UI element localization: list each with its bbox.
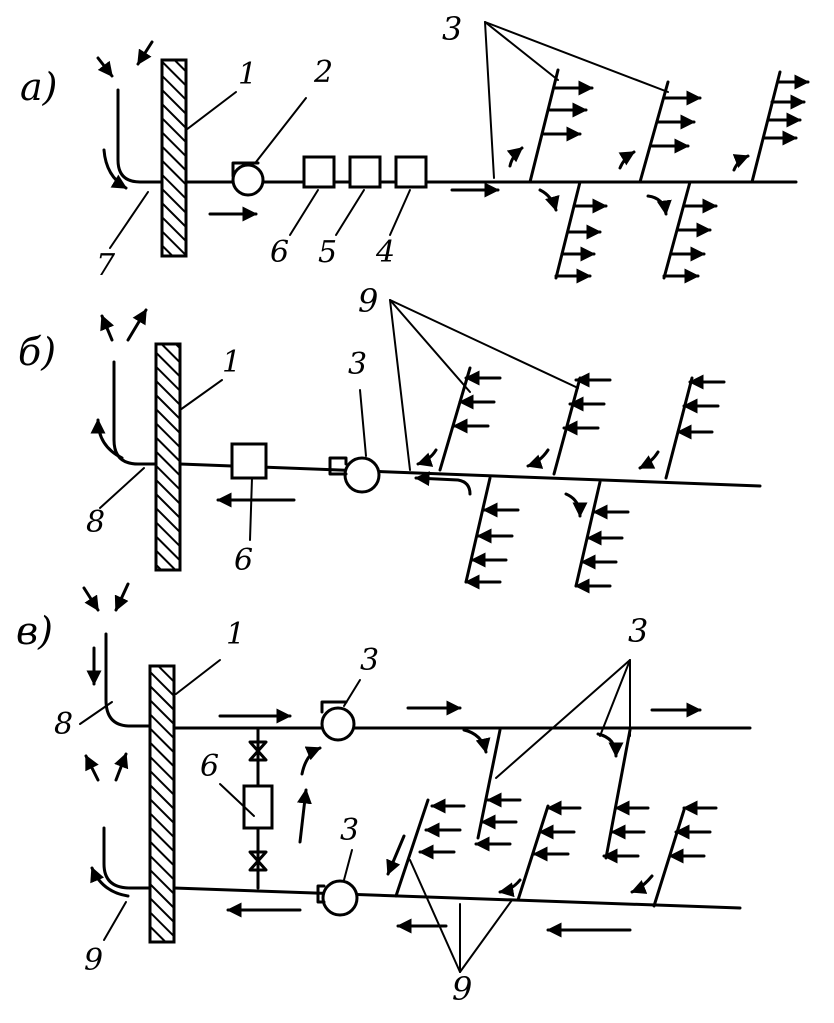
label-v-outlets-top: 3 <box>628 612 648 650</box>
label-a-intake: 7 <box>96 248 116 283</box>
label-b-unit6: 6 <box>234 543 253 578</box>
unit-6-a <box>302 155 336 189</box>
intake-duct-v-bottom <box>102 826 152 890</box>
label-b-intake: 8 <box>86 505 105 540</box>
unit-6-v <box>242 784 274 830</box>
valve-top-v <box>248 740 268 762</box>
label-v-fan-bottom: 3 <box>340 813 359 848</box>
fan-v-bottom <box>316 879 359 917</box>
intake-duct-b <box>112 360 158 466</box>
label-a-unit6: 6 <box>270 235 289 270</box>
panel-v-label: в) <box>16 609 53 653</box>
main-duct-b <box>178 462 762 488</box>
panel-a: а) 1 7 2 6 5 4 3 <box>20 10 810 284</box>
panel-v: в) 1 8 9 3 <box>16 582 752 1008</box>
label-v-outlets-bottom: 9 <box>452 970 472 1008</box>
label-v-fan-top: 3 <box>360 643 379 678</box>
label-v-intake-top: 8 <box>54 707 73 742</box>
label-b-wall: 1 <box>222 345 241 380</box>
fan-v-top <box>320 700 356 742</box>
label-a-unit5: 5 <box>318 235 337 270</box>
panel-b-label: б) <box>18 330 56 374</box>
branch-up-a2 <box>618 80 702 184</box>
unit-5-a <box>348 155 382 189</box>
branch-v-bottom3 <box>630 800 718 908</box>
label-a-unit4: 4 <box>375 235 395 270</box>
fan-a <box>231 161 265 197</box>
fan-b <box>328 456 381 494</box>
valve-bottom-v <box>248 850 268 872</box>
branch-down-b2 <box>564 480 630 594</box>
branch-up-b2 <box>526 372 612 476</box>
intake-duct-a <box>116 88 164 184</box>
unit-6-b <box>230 442 268 480</box>
label-b-fan: 3 <box>348 347 367 382</box>
label-v-wall: 1 <box>226 617 245 652</box>
label-v-intake-bottom: 9 <box>84 943 103 978</box>
panel-b: б) 1 8 6 3 9 <box>18 282 762 594</box>
branch-up-b3 <box>638 374 726 480</box>
unit-4-a <box>394 155 428 189</box>
branch-up-a3 <box>732 70 810 184</box>
branch-down-a1 <box>538 180 608 284</box>
label-a-outlets: 3 <box>442 10 462 48</box>
branch-up-b1 <box>416 366 502 472</box>
label-b-outlets: 9 <box>358 282 378 320</box>
wall-b <box>154 342 182 572</box>
branch-down-a2 <box>646 180 718 284</box>
branch-v-top2 <box>602 728 650 864</box>
label-a-fan: 2 <box>313 55 333 90</box>
label-v-unit6: 6 <box>200 749 219 784</box>
branch-up-a1 <box>506 68 594 184</box>
bottom-duct-v <box>172 886 742 910</box>
branch-v-top1 <box>474 728 522 852</box>
branch-v-bottom2 <box>498 800 582 902</box>
intake-duct-v-top <box>104 632 152 728</box>
label-a-wall: 1 <box>238 57 257 92</box>
branch-down-b1 <box>464 476 520 590</box>
branch-v-bottom1 <box>386 798 466 898</box>
wall-v <box>148 664 176 944</box>
panel-a-label: а) <box>20 65 57 109</box>
wall-a <box>160 58 188 258</box>
